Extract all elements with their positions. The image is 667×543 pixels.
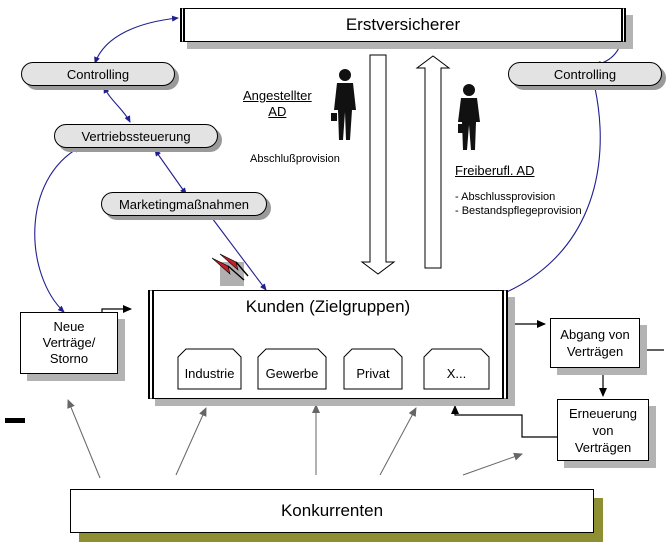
competitor-arrow-1 — [67, 399, 101, 479]
kunden-title: Kunden (Zielgruppen) — [245, 297, 411, 316]
arrow-vertriebssteuerung-neue — [34, 146, 81, 313]
dart-target-icon — [211, 253, 249, 286]
neue-line1: Neue — [53, 319, 85, 334]
segment-industrie-label: Industrie — [184, 366, 235, 381]
arrow-controlling-erstversicherer — [94, 15, 179, 64]
vertriebssteuerung-label: Vertriebssteuerung — [81, 128, 191, 144]
abschlussprovision-label: Abschlußprovision — [250, 153, 340, 165]
marketing-label: Marketingmaßnahmen — [118, 196, 250, 212]
erneuerung-line3: Verträgen — [574, 439, 632, 455]
arrow-controlling-vertriebssteuerung — [103, 86, 131, 123]
erneuerung-box: Erneuerung von Verträgen — [557, 399, 649, 461]
segment-gewerbe-label: Gewerbe — [265, 366, 319, 381]
vertriebssteuerung-pill: Vertriebssteuerung — [54, 124, 218, 148]
freiberufl-item-1: - Abschlussprovision — [455, 191, 556, 203]
angestellter-person-icon — [331, 69, 356, 140]
angestellter-line2: AD — [268, 104, 287, 119]
abgang-line2: Verträgen — [566, 344, 624, 359]
freiberufl-label: Freiberufl. AD — [455, 163, 535, 178]
competitor-arrow-4 — [379, 407, 417, 476]
freiberufler-person-icon — [458, 84, 480, 150]
controlling-left-label: Controlling — [66, 66, 130, 82]
arrow-erneuerung-kunden — [451, 405, 557, 438]
freiberufl-item-2: - Bestandspflegeprovision — [455, 205, 582, 217]
neue-vertraege-box: Neue Verträge/ Storno — [20, 312, 118, 374]
competitor-arrow-5 — [462, 452, 523, 476]
arrow-controlling-right-kunden — [494, 87, 601, 298]
konkurrenten-label: Konkurrenten — [280, 501, 384, 520]
abgang-line1: Abgang von — [560, 327, 630, 342]
marketing-pill: Marketingmaßnahmen — [101, 192, 267, 216]
erneuerung-line1: Erneuerung — [569, 405, 637, 421]
competitor-arrow-2 — [175, 407, 207, 476]
segment-x-label: X... — [446, 366, 467, 381]
neue-line2: Verträge/ — [42, 335, 96, 350]
angestellter-line1: Angestellter — [243, 88, 312, 103]
erstversicherer-label: Erstversicherer — [345, 15, 461, 34]
controlling-right-label: Controlling — [553, 66, 617, 82]
arrow-marketing-kunden — [211, 217, 267, 291]
segment-privat-label: Privat — [356, 366, 390, 381]
controlling-right-pill: Controlling — [508, 62, 662, 86]
down-hollow-arrow — [360, 54, 396, 275]
neue-line3: Storno — [49, 351, 89, 366]
arrow-vertriebssteuerung-marketing — [154, 149, 187, 195]
angestellter-label: Angestellter AD — [243, 88, 312, 120]
controlling-left-pill: Controlling — [21, 62, 175, 86]
konkurrenten-box: Konkurrenten — [70, 489, 594, 533]
erstversicherer-box: Erstversicherer — [180, 8, 626, 42]
kunden-box: Kunden (Zielgruppen) — [148, 290, 508, 399]
abgang-box: Abgang von Verträgen — [550, 318, 640, 368]
up-hollow-arrow — [415, 55, 451, 269]
left-dash — [5, 418, 25, 423]
erneuerung-line2: von — [592, 422, 614, 438]
